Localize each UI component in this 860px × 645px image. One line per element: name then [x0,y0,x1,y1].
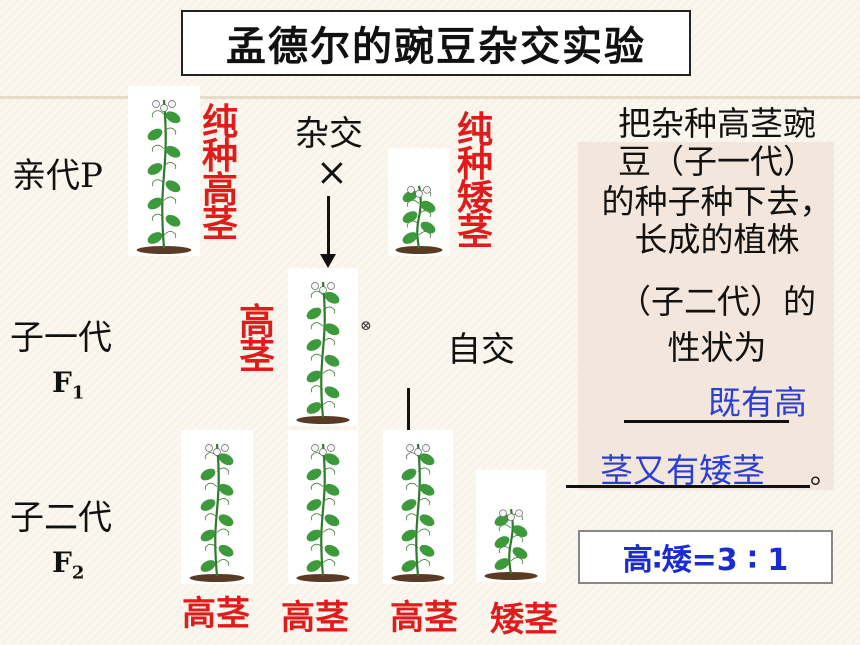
f2-caption-2: 高茎 [281,598,349,638]
f2-caption-1: 高茎 [182,594,250,634]
answer-blank-2 [566,485,810,488]
ratio-box: 高∶矮=3 ∶ 1 [578,530,833,584]
f1-tall-pea-plant-image [288,268,358,426]
question-line-2: 豆（子一代） [618,142,816,181]
f2-tall-pea-plant-2-image [288,430,358,584]
answer-blank-1 [624,420,789,423]
pure-dwarf-label: 纯种矮茎 [456,110,493,253]
parent-generation-label: 亲代P [12,156,103,196]
f1-symbol: F1 [52,366,85,404]
f1-generation-label: 子一代 [10,318,112,358]
answer-part-2: 茎又有矮茎 [600,451,765,490]
f2-tall-pea-plant-1-image [181,430,253,584]
dwarf-pea-plant-image [388,148,450,256]
cross-down-arrow [320,196,336,268]
question-line-6: 性状为 [667,328,767,367]
self-cross-label: 自交 [447,330,515,370]
question-line-3: 的种子种下去， [601,182,833,221]
tall-pea-plant-image [128,86,200,256]
f2-caption-3: 高茎 [390,598,458,638]
question-panel [578,142,834,490]
pure-tall-label: 纯种高茎 [201,102,238,245]
f2-caption-4: 矮茎 [490,600,558,640]
f2-generation-label: 子二代 [10,498,112,538]
answer-end-punct: 。 [810,457,839,490]
f2-dwarf-pea-plant-image [476,470,546,582]
f2-tall-pea-plant-3-image [383,430,453,584]
self-cross-down-arrow [400,388,416,446]
cross-label: 杂交 [295,114,363,154]
question-block: 把杂种高茎豌 豆（子一代） 的种子种下去， 长成的植株 （子二代）的 性状为 [578,100,856,492]
cross-symbol: × [316,150,348,194]
question-line-5: （子二代）的 [618,282,816,321]
f2-symbol: F2 [52,546,85,584]
slide-title: 孟德尔的豌豆杂交实验 [181,10,691,76]
question-line-1: 把杂种高茎豌 [618,104,816,143]
answer-part-1: 既有高 [708,383,807,422]
header-divider [0,96,860,99]
question-line-4: 长成的植株 [634,220,800,259]
f1-tall-label: 高茎 [238,302,275,377]
self-cross-mark: ⊗ [360,318,372,334]
